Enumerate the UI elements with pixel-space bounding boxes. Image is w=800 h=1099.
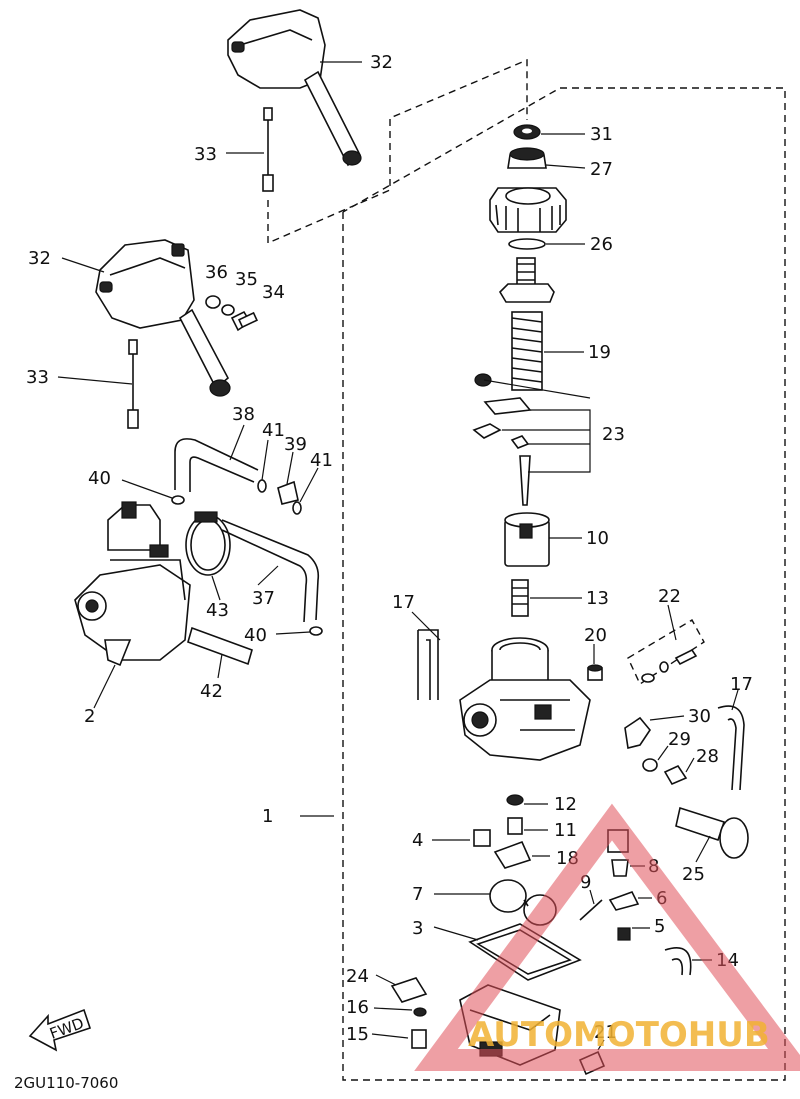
callout-43: 43 (206, 600, 229, 621)
callout-10: 10 (586, 528, 609, 549)
callout-37: 37 (252, 588, 275, 609)
cable-end-top (262, 107, 274, 192)
screw-set-34-36 (205, 295, 259, 332)
holder-18 (493, 840, 532, 869)
throttle-slide-10 (504, 512, 550, 567)
callout-33-top: 33 (194, 144, 217, 165)
callout-29: 29 (668, 729, 691, 750)
needle-valve-8 (611, 859, 629, 877)
screw-5 (617, 927, 631, 941)
callout-5: 5 (654, 916, 665, 937)
callout-34: 34 (262, 282, 285, 303)
cap-27 (507, 147, 547, 169)
callout-36: 36 (205, 262, 228, 283)
callout-35: 35 (235, 269, 258, 290)
callout-11: 11 (554, 820, 577, 841)
callout-40-top: 40 (88, 468, 111, 489)
callout-32-left: 32 (28, 248, 51, 269)
float-arm-6 (608, 891, 640, 911)
cap-20 (587, 664, 603, 681)
mixing-chamber-top (489, 187, 567, 233)
screw-15 (411, 1029, 427, 1049)
pilot-air-set-22 (627, 619, 705, 686)
callout-13: 13 (586, 588, 609, 609)
callout-27: 27 (590, 159, 613, 180)
callout-42: 42 (200, 681, 223, 702)
callout-9: 9 (580, 872, 591, 893)
hose-clamp-43 (185, 511, 231, 576)
callout-3: 3 (412, 918, 423, 939)
plug-4 (473, 829, 491, 847)
vent-tube-17-right (717, 705, 745, 791)
cable-route-line (267, 58, 528, 245)
callout-7: 7 (412, 884, 423, 905)
bracket-24 (390, 977, 428, 1003)
callout-30: 30 (688, 706, 711, 727)
carburetor-assembly-2 (74, 501, 191, 667)
forward-direction-arrow: FWD (28, 1008, 92, 1052)
throttle-housing-left (95, 239, 231, 397)
callout-1: 1 (262, 806, 273, 827)
o-ring-26 (508, 238, 546, 250)
callout-19: 19 (588, 342, 611, 363)
fitting-39-41 (257, 479, 302, 515)
callout-4: 4 (412, 830, 423, 851)
vent-tube-17-left (417, 629, 439, 700)
callout-41-a: 41 (262, 420, 285, 441)
callout-28: 28 (696, 746, 719, 767)
callout-38: 38 (232, 404, 255, 425)
callout-24: 24 (346, 966, 369, 987)
starter-parts-28-30 (624, 716, 688, 786)
assembly-boundary (342, 87, 786, 1081)
callout-23: 23 (602, 424, 625, 445)
needle-jet-13 (511, 579, 529, 617)
carburetor-body-1 (459, 637, 591, 761)
callout-33-left: 33 (26, 367, 49, 388)
callout-25: 25 (682, 864, 705, 885)
callout-16: 16 (346, 997, 369, 1018)
spring-19 (511, 311, 543, 391)
tube-42 (187, 626, 253, 666)
callout-32-top: 32 (370, 52, 393, 73)
callout-40-lower: 40 (244, 625, 267, 646)
watermark-text: AUTOMOTOHUB (468, 1015, 770, 1055)
clip-40-top (171, 495, 185, 505)
plunger-25 (675, 806, 749, 859)
callout-2: 2 (84, 706, 95, 727)
hose-38 (174, 438, 259, 492)
callout-26: 26 (590, 234, 613, 255)
hose-37 (221, 519, 320, 623)
callout-21: 21 (594, 1022, 617, 1043)
callout-17-left: 17 (392, 592, 415, 613)
washer-31 (513, 124, 541, 140)
throttle-housing-top (227, 9, 362, 167)
callout-41-b: 41 (310, 450, 333, 471)
callout-39: 39 (284, 434, 307, 455)
callout-22: 22 (658, 586, 681, 607)
cable-end-left (127, 339, 139, 429)
pin-9 (579, 899, 603, 921)
drain-hose-14 (664, 947, 692, 976)
cable-holder (498, 257, 555, 303)
callout-20: 20 (584, 625, 607, 646)
washer-16 (413, 1007, 427, 1017)
diagram-code: 2GU110-7060 (14, 1074, 118, 1092)
callout-17-right: 17 (730, 674, 753, 695)
svg-text:FWD: FWD (47, 1014, 86, 1043)
needle-retainer-set (472, 373, 532, 506)
callout-12: 12 (554, 794, 577, 815)
clip-40-lower (309, 626, 323, 636)
callout-15: 15 (346, 1024, 369, 1045)
callout-31: 31 (590, 124, 613, 145)
watermark-logo (414, 803, 800, 1071)
washer-12 (506, 794, 524, 806)
main-jet-11 (507, 817, 523, 835)
